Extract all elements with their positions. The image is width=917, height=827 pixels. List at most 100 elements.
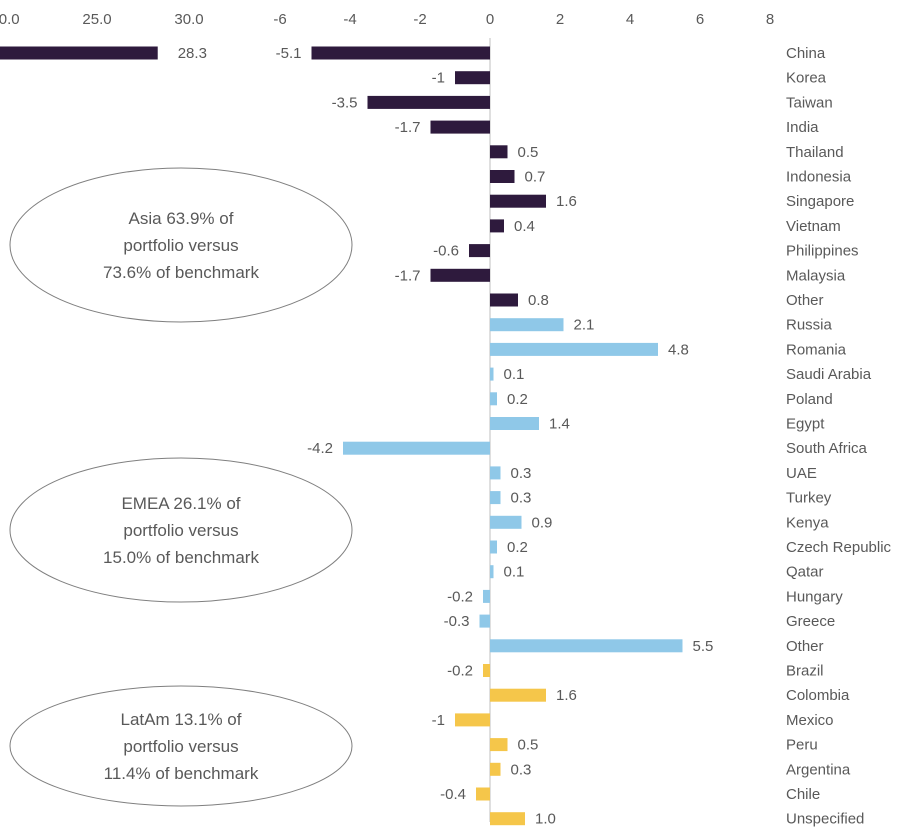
bar bbox=[483, 664, 490, 677]
bar-value-label: 1.6 bbox=[556, 193, 577, 210]
bar bbox=[490, 565, 494, 579]
annotation-text: Asia 63.9% of bbox=[129, 209, 234, 228]
category-label: India bbox=[786, 119, 819, 136]
bar bbox=[490, 145, 508, 159]
category-label: Greece bbox=[786, 613, 835, 630]
category-label: Korea bbox=[786, 70, 827, 87]
bar bbox=[430, 268, 490, 282]
category-label: Egypt bbox=[786, 416, 825, 433]
x-tick-label: 8 bbox=[766, 11, 774, 28]
bar-value-label: 0.5 bbox=[518, 144, 539, 161]
category-label: Brazil bbox=[786, 663, 824, 680]
annotation-text: LatAm 13.1% of bbox=[121, 710, 242, 729]
annotations: Asia 63.9% of portfolio versus 73.6% of be… bbox=[9, 167, 353, 807]
category-label: Chile bbox=[786, 786, 820, 803]
x-tick-label: 6 bbox=[696, 11, 704, 28]
bar-value-label: -1 bbox=[432, 712, 445, 729]
annotation-text: 73.6% of benchmark bbox=[103, 263, 259, 282]
bar bbox=[430, 120, 490, 134]
category-label: Turkey bbox=[786, 490, 832, 507]
bar-value-label: -0.3 bbox=[444, 613, 470, 630]
category-label: Russia bbox=[786, 317, 833, 334]
category-label: UAE bbox=[786, 465, 817, 482]
bar bbox=[469, 244, 490, 258]
category-label: Czech Republic bbox=[786, 539, 892, 556]
annotation-text: portfolio versus bbox=[123, 737, 238, 756]
bar bbox=[455, 713, 490, 727]
bar bbox=[490, 688, 546, 702]
annotation-ellipse bbox=[9, 685, 353, 807]
bar bbox=[490, 392, 497, 406]
bar-value-label: -1.7 bbox=[395, 267, 421, 284]
category-label: Indonesia bbox=[786, 169, 852, 186]
bar bbox=[490, 219, 504, 233]
annotation-text: portfolio versus bbox=[123, 236, 238, 255]
bar bbox=[490, 318, 564, 332]
bar bbox=[455, 71, 490, 85]
bar bbox=[490, 515, 522, 529]
bar bbox=[483, 589, 490, 603]
category-label: Qatar bbox=[786, 564, 824, 581]
bar bbox=[367, 95, 490, 109]
bar-value-label: 0.1 bbox=[504, 366, 525, 383]
bar bbox=[476, 787, 490, 801]
data-labels: -5.1-1-3.5-1.70.50.71.60.4-0.6-1.70.82.1… bbox=[276, 45, 714, 827]
category-label: Argentina bbox=[786, 761, 851, 778]
bar bbox=[490, 491, 501, 505]
bar-value-label: -4.2 bbox=[307, 440, 333, 457]
bar-value-label: 5.5 bbox=[693, 638, 714, 655]
annotation-text: 15.0% of benchmark bbox=[103, 548, 259, 567]
category-label: Saudi Arabia bbox=[786, 366, 872, 383]
x-tick-label: -2 bbox=[413, 11, 426, 28]
bar bbox=[490, 812, 525, 826]
x-tick-label: -6 bbox=[273, 11, 286, 28]
category-label: Colombia bbox=[786, 687, 850, 704]
secondary-x-tick-label: 25.0 bbox=[82, 11, 111, 28]
category-label: Thailand bbox=[786, 144, 844, 161]
category-label: South Africa bbox=[786, 440, 868, 457]
secondary-bar bbox=[0, 46, 158, 60]
bar-value-label: -3.5 bbox=[332, 94, 358, 111]
secondary-axis: 20.0 25.0 30.0 28.3 bbox=[0, 11, 207, 62]
category-label: Poland bbox=[786, 391, 833, 408]
bar bbox=[490, 466, 501, 480]
annotation-ellipse bbox=[9, 457, 353, 603]
country-labels: ChinaKoreaTaiwanIndiaThailandIndonesiaSi… bbox=[786, 45, 892, 827]
bar bbox=[490, 738, 508, 752]
secondary-x-tick-label: 30.0 bbox=[174, 11, 203, 28]
bar-value-label: -0.2 bbox=[447, 663, 473, 680]
bar bbox=[490, 342, 658, 356]
bar-value-label: 1.0 bbox=[535, 811, 556, 827]
category-label: Philippines bbox=[786, 243, 859, 260]
annotation-ellipse bbox=[9, 167, 353, 323]
category-label: Singapore bbox=[786, 193, 854, 210]
bars bbox=[311, 46, 683, 826]
annotation-text: portfolio versus bbox=[123, 521, 238, 540]
bar bbox=[343, 441, 490, 455]
x-tick-label: -4 bbox=[343, 11, 356, 28]
bar-value-label: -1.7 bbox=[395, 119, 421, 136]
x-tick-label: 4 bbox=[626, 11, 634, 28]
bar bbox=[311, 46, 490, 60]
secondary-bar-label: 28.3 bbox=[178, 45, 207, 62]
bar bbox=[490, 194, 546, 208]
bar-value-label: 0.3 bbox=[511, 761, 532, 778]
bar-value-label: -0.4 bbox=[440, 786, 466, 803]
bar-value-label: 0.4 bbox=[514, 218, 535, 235]
category-label: Hungary bbox=[786, 588, 843, 605]
category-label: Peru bbox=[786, 737, 818, 754]
bar-value-label: 0.2 bbox=[507, 391, 528, 408]
category-label: Taiwan bbox=[786, 94, 833, 111]
bar-value-label: 0.5 bbox=[518, 737, 539, 754]
category-label: Mexico bbox=[786, 712, 834, 729]
category-label: Kenya bbox=[786, 514, 829, 531]
bar-value-label: 0.8 bbox=[528, 292, 549, 309]
category-label: Malaysia bbox=[786, 267, 846, 284]
bar-value-label: 0.7 bbox=[525, 169, 546, 186]
secondary-x-tick-label: 20.0 bbox=[0, 11, 20, 28]
bar-value-label: 4.8 bbox=[668, 341, 689, 358]
bar-value-label: 0.3 bbox=[511, 465, 532, 482]
bar-value-label: 0.1 bbox=[504, 564, 525, 581]
